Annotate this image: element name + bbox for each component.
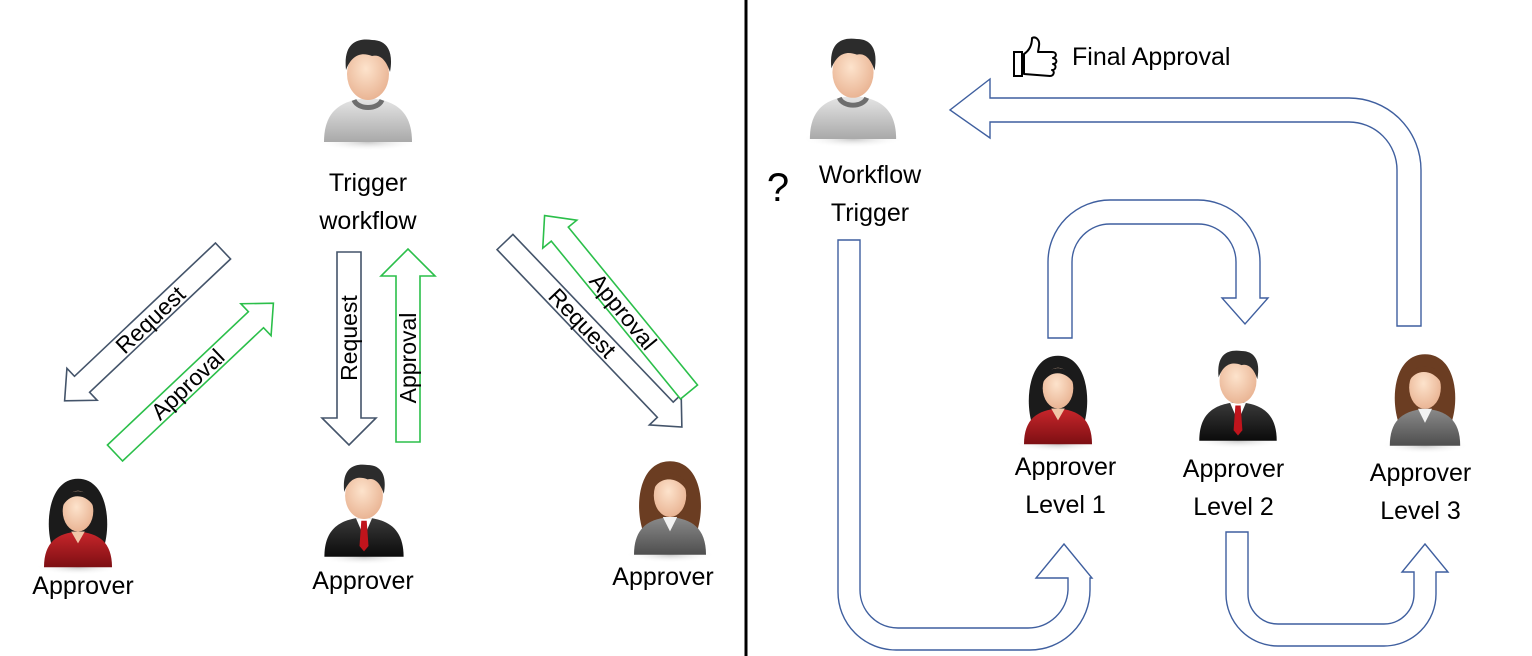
level-label: Level 3 [1380,497,1461,525]
woman-gray-icon [1381,354,1469,454]
approver-prefix: Approver [1014,453,1117,481]
approver-prefix: Approver [1369,459,1472,487]
approval-label: Approval [146,344,230,425]
flow-arrow-level2-to-level3 [1225,531,1450,647]
woman-red-icon [35,478,121,575]
approval-arrow-center: Approval [379,247,437,443]
man-suit-icon [317,464,411,565]
approver-level2-label: Approver Level 2 [1166,450,1301,526]
approver-label: Approver [312,567,414,595]
flow-arrow-trigger-to-level1 [837,239,1094,651]
request-label: Request [110,280,191,358]
question-mark: ? [766,166,790,210]
person-trigger-icon [316,40,420,151]
final-approval-label: Final Approval [1072,43,1231,71]
approver-label: Approver [32,572,134,600]
request-arrow-left: Request [63,241,232,402]
person-trigger-icon [802,39,904,148]
flow-arrow-level1-to-level2 [1047,199,1270,339]
level-label: Level 1 [1025,491,1106,519]
approval-arrow-left: Approval [106,302,275,463]
approver-level1-label: Approver Level 1 [998,448,1133,524]
man-suit-icon [1192,350,1284,449]
approval-label: Approval [395,313,421,404]
trigger-label-line1: Trigger [328,169,408,197]
level-label: Level 2 [1193,493,1274,521]
approver-label: Approver [612,563,714,591]
final-approval-arrow [948,77,1422,327]
trigger-workflow-label: Trigger workflow [298,164,438,240]
workflow-trigger-line1: Workflow [818,161,922,189]
woman-gray-icon [625,461,715,563]
approver-prefix: Approver [1182,455,1285,483]
workflow-trigger-label: Workflow Trigger [800,156,940,232]
approver-level3-label: Approver Level 3 [1353,454,1488,530]
request-label: Request [336,295,362,381]
woman-red-icon [1015,355,1101,452]
thumbs-up-icon [1013,36,1058,77]
request-arrow-center: Request [320,251,378,447]
workflow-trigger-line2: Trigger [830,199,910,227]
trigger-label-line2: workflow [319,207,417,235]
